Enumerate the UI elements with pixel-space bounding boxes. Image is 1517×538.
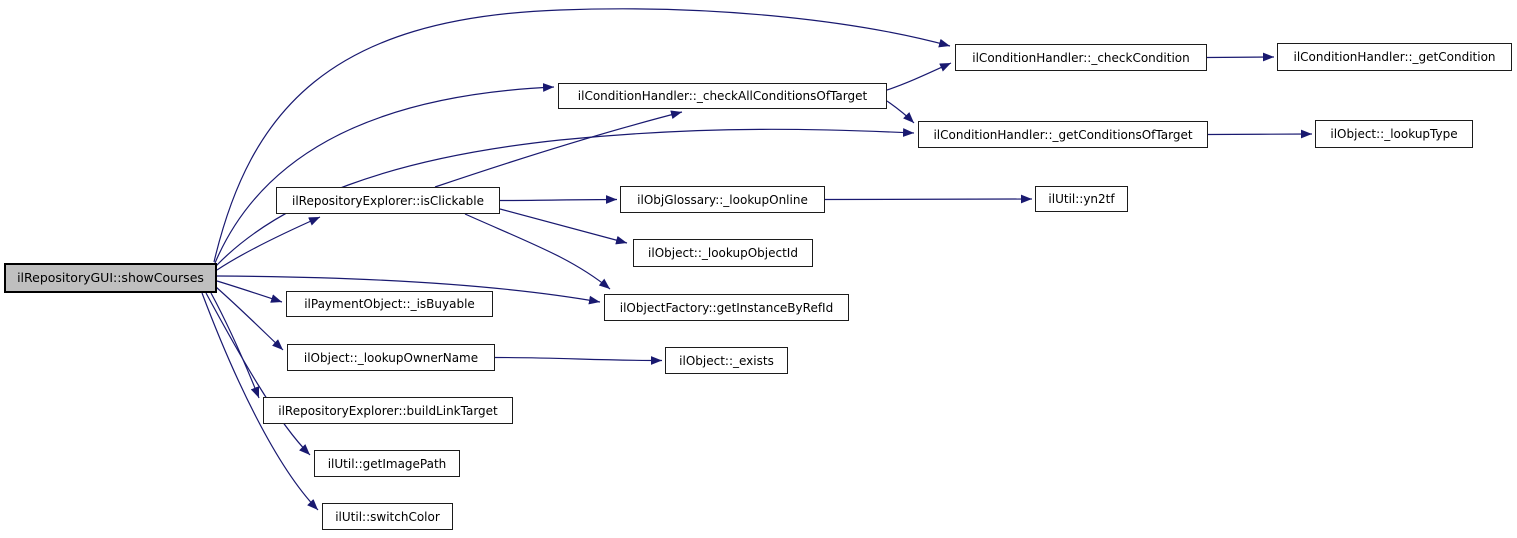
graph-node-is_clickable[interactable]: ilRepositoryExplorer::isClickable: [276, 187, 500, 214]
graph-node-lookup_online[interactable]: ilObjGlossary::_lookupOnline: [620, 186, 825, 213]
graph-node-show_courses: ilRepositoryGUI::showCourses: [4, 263, 217, 293]
edge-check_condition-get_condition: [1206, 52, 1275, 62]
edge-lookup_online-yn2tf: [824, 194, 1033, 204]
graph-node-check_all_conditions_of_target[interactable]: ilConditionHandler::_checkAllConditionsO…: [558, 83, 887, 109]
graph-node-lookup_type[interactable]: ilObject::_lookupType: [1315, 120, 1473, 148]
edge-show_courses-get_instance_by_ref_id: [216, 275, 601, 305]
graph-node-check_condition[interactable]: ilConditionHandler::_checkCondition: [955, 44, 1207, 71]
graph-node-lookup_object_id[interactable]: ilObject::_lookupObjectId: [633, 239, 813, 267]
edge-show_courses-is_clickable: [216, 216, 321, 271]
graph-node-is_buyable[interactable]: ilPaymentObject::_isBuyable: [286, 291, 493, 317]
edge-show_courses-get_image_path: [205, 292, 311, 456]
edge-is_clickable-lookup_object_id: [499, 208, 628, 245]
graph-node-get_instance_by_ref_id[interactable]: ilObjectFactory::getInstanceByRefId: [604, 294, 849, 321]
graph-node-switch_color[interactable]: ilUtil::switchColor: [322, 503, 453, 530]
graph-node-get_condition[interactable]: ilConditionHandler::_getCondition: [1277, 43, 1512, 71]
edge-show_courses-switch_color: [201, 292, 319, 511]
edge-check_all_conditions_of_target-get_conditions_of_target: [886, 100, 915, 124]
edge-check_all_conditions_of_target-check_condition: [886, 62, 952, 91]
edge-lookup_owner_name-exists: [494, 356, 663, 365]
edge-show_courses-check_condition: [213, 8, 951, 263]
graph-node-get_image_path[interactable]: ilUtil::getImagePath: [314, 450, 460, 477]
edge-is_clickable-get_instance_by_ref_id: [464, 213, 611, 290]
edge-show_courses-check_all_conditions_of_target: [214, 83, 555, 264]
graph-node-get_conditions_of_target[interactable]: ilConditionHandler::_getConditionsOfTarg…: [918, 121, 1208, 148]
graph-node-lookup_owner_name[interactable]: ilObject::_lookupOwnerName: [287, 344, 495, 371]
edge-is_clickable-check_all_conditions_of_target: [434, 110, 683, 188]
graph-node-yn2tf[interactable]: ilUtil::yn2tf: [1035, 186, 1128, 212]
graph-node-exists[interactable]: ilObject::_exists: [665, 347, 788, 374]
edge-get_conditions_of_target-lookup_type: [1207, 129, 1313, 139]
edge-show_courses-lookup_owner_name: [215, 286, 284, 351]
edge-is_clickable-lookup_online: [499, 195, 618, 204]
edge-show_courses-is_buyable: [216, 280, 283, 303]
graph-node-build_link_target[interactable]: ilRepositoryExplorer::buildLinkTarget: [263, 397, 513, 424]
edge-show_courses-build_link_target: [210, 292, 260, 399]
